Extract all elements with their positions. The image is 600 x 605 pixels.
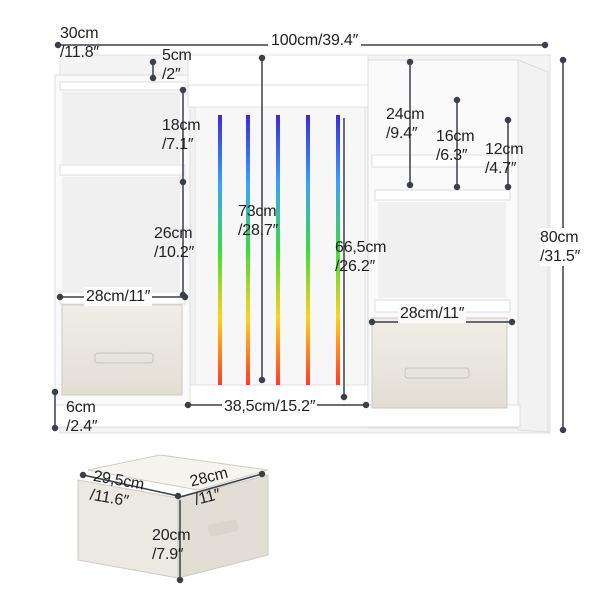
total-height-label: 80cm/31.5″ <box>540 228 581 266</box>
right-shelf-width-label: 28cm/11″ <box>398 304 467 323</box>
hanging-height-label: 73cm/28.7″ <box>238 203 279 239</box>
right-small-label: 12cm/4.7″ <box>485 141 524 177</box>
led-rail-5 <box>336 115 340 385</box>
led-rails <box>218 115 340 385</box>
left-shelf-width-label: 28cm/11″ <box>84 287 153 306</box>
center-width-label: 38,5cm/15.2″ <box>222 397 318 416</box>
depth-label: 30cm/11.8″ <box>60 25 99 61</box>
top-gap-label: 5cm/2″ <box>162 47 192 83</box>
led-rail-1 <box>218 115 222 385</box>
bin-height-label: 20cm/7.9″ <box>152 527 191 563</box>
right-top-label: 24cm/9.4″ <box>386 106 425 142</box>
left-upper-shelf-label: 18cm/7.1″ <box>162 117 201 153</box>
standalone-fabric-bin <box>77 454 269 579</box>
left-lower-shelf-label: 26cm/10.2″ <box>154 225 195 261</box>
base-height-label: 6cm/2.4″ <box>66 399 98 435</box>
led-rail-2 <box>246 115 250 385</box>
right-fabric-bin <box>371 317 508 409</box>
right-mid-label: 16cm/6.3″ <box>436 128 475 164</box>
led-rail-4 <box>306 115 310 385</box>
led-rail-3 <box>276 115 280 385</box>
rail-height-label: 66,5cm/26.2″ <box>335 239 387 275</box>
left-fabric-bin <box>61 304 183 396</box>
total-width-label: 100cm/39.4″ <box>268 31 362 50</box>
